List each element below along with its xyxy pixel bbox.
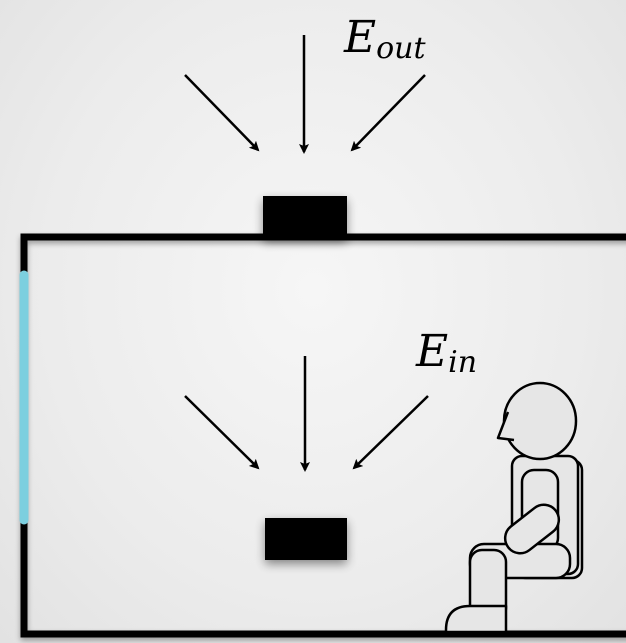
indoor-sensor-icon xyxy=(265,518,347,560)
indoor-label-subscript: in xyxy=(448,345,477,380)
outdoor-arrow-left xyxy=(185,75,258,150)
outdoor-illuminance-label: Eout xyxy=(343,12,427,66)
indoor-label-symbol: E xyxy=(415,326,448,377)
seated-person-icon xyxy=(446,383,582,632)
indoor-light-arrows xyxy=(185,356,428,470)
outdoor-label-symbol: E xyxy=(343,12,376,63)
person-foot xyxy=(446,606,506,632)
indoor-arrow-left xyxy=(185,396,258,468)
outdoor-arrow-right xyxy=(352,75,425,150)
outdoor-label-subscript: out xyxy=(376,31,426,66)
indoor-illuminance-label: Ein xyxy=(415,326,477,380)
person-head xyxy=(504,383,576,459)
indoor-arrow-right xyxy=(354,396,428,468)
outdoor-sensor-icon xyxy=(263,196,347,238)
